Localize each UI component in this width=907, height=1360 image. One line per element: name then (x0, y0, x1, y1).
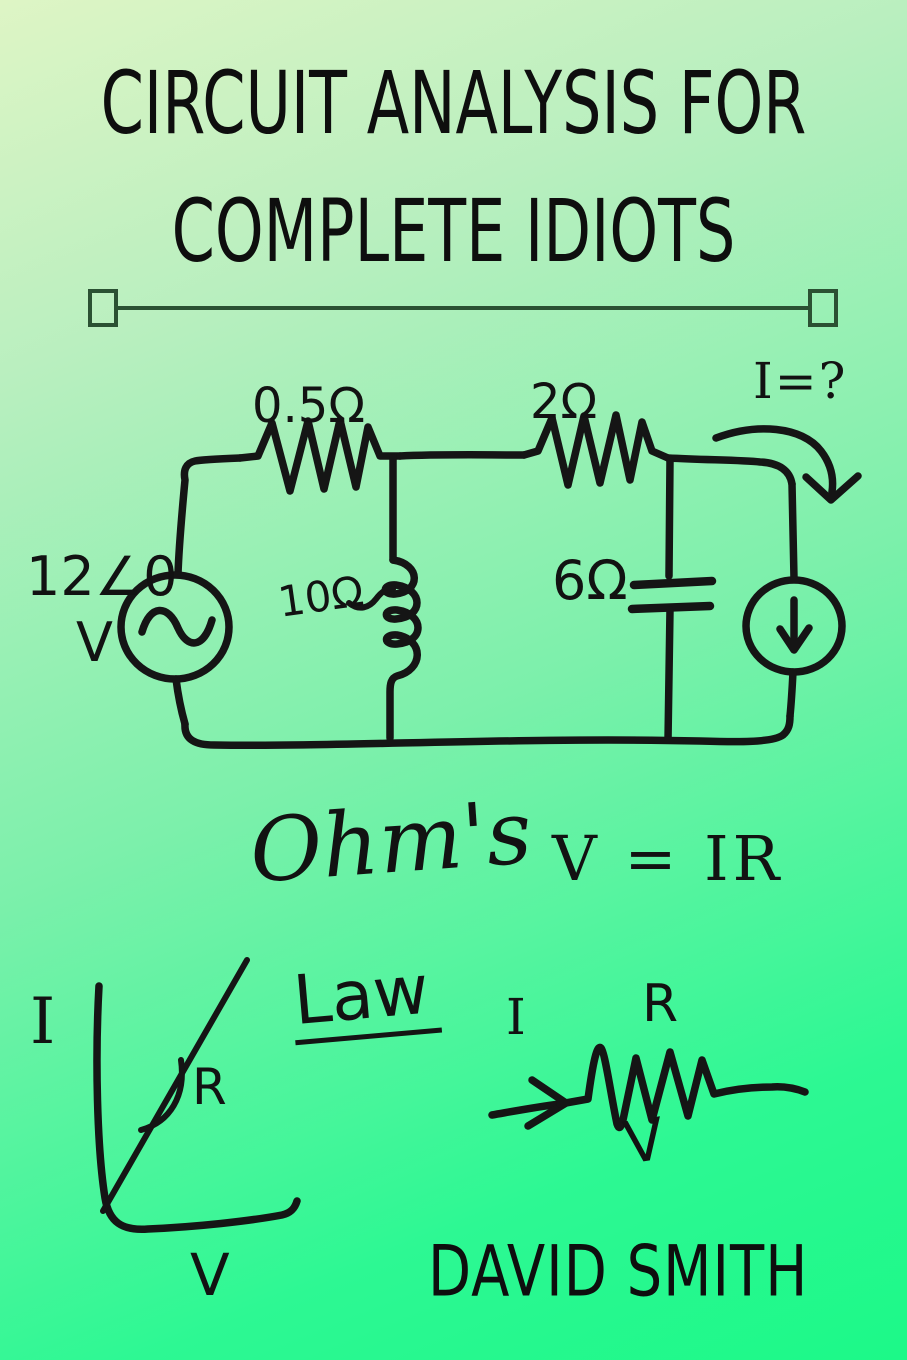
sketch-current-label: I (506, 988, 526, 1046)
unknown-current-curve-arrow (712, 425, 837, 496)
resistor1-symbol (236, 416, 404, 495)
voltage-source-value: 12∠0 (26, 545, 178, 608)
voltage-source-unit: V (76, 611, 113, 674)
unknown-current-arrowhead (802, 472, 862, 504)
law-word: Law (288, 951, 443, 1046)
graph-slope-label: R (192, 1058, 227, 1116)
inductor-label-connector (346, 585, 396, 611)
capacitor-branch-top (665, 456, 674, 580)
wire-top-right (664, 454, 796, 488)
capacitor-branch-bottom (664, 606, 674, 744)
title-line-2: COMPLETE IDIOTS (171, 180, 736, 283)
author-name: DAVID SMITH (428, 1231, 809, 1313)
ohms-word: Ohm's (246, 780, 535, 903)
current-source-arrowhead (776, 624, 813, 654)
graph-axes (93, 982, 301, 1234)
capacitor-label: 6Ω (552, 549, 628, 612)
title-divider (88, 289, 838, 327)
divider-line (118, 306, 808, 310)
title-line-1: CIRCUIT ANALYSIS FOR (100, 52, 807, 155)
circuit-diagram (117, 411, 862, 750)
unknown-current-label: I=? (753, 352, 848, 410)
resistor-sketch (488, 1043, 809, 1132)
voltage-source-sine-icon (138, 606, 216, 647)
inductor-label: 10Ω (274, 566, 367, 627)
graph-x-axis-label: V (190, 1241, 230, 1309)
graph-y-axis-label: I (30, 985, 56, 1059)
graph-slope-line (100, 957, 250, 1214)
sketch-resistor-label: R (642, 974, 679, 1034)
wire-below-voltage-source (172, 675, 189, 728)
ohms-formula: V = IR (552, 822, 784, 895)
resistor2-label: 2Ω (530, 374, 598, 430)
wire-top-middle (396, 451, 528, 460)
sketch-voltage-label: V (619, 1104, 669, 1178)
divider-left-square (88, 289, 118, 327)
divider-right-square (808, 289, 838, 327)
wire-top-left-corner (174, 454, 244, 578)
sketch-current-arrow-shaft (488, 1100, 564, 1119)
inductor-coil-symbol (381, 556, 422, 742)
wire-right-vertical (788, 480, 798, 582)
sketch-resistor-zigzag (556, 1043, 809, 1132)
iv-graph (93, 957, 301, 1234)
wire-bottom (181, 712, 794, 750)
wire-below-current-source (786, 668, 797, 720)
capacitor-plate-top (629, 576, 717, 590)
resistor1-label: 0.5Ω (252, 378, 366, 434)
graph-angle-arc (138, 1057, 185, 1133)
resistor2-symbol (520, 411, 672, 489)
